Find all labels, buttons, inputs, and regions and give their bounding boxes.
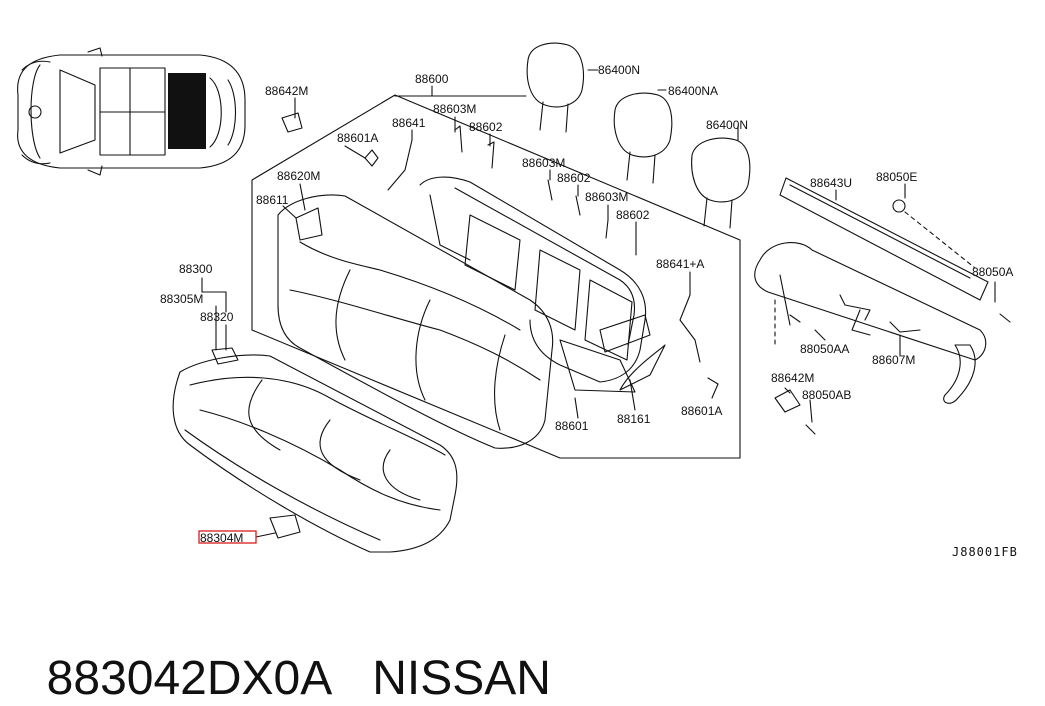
seatback-group-frame <box>251 94 741 459</box>
label-88602-b: 88602 <box>557 171 591 185</box>
label-86400N-a: 86400N <box>598 63 640 77</box>
label-88300: 88300 <box>179 262 213 276</box>
label-88602-a: 88602 <box>469 120 503 134</box>
label-88305M: 88305M <box>160 292 203 306</box>
brand-name: NISSAN <box>372 652 551 705</box>
label-88161: 88161 <box>617 412 651 426</box>
label-88643U: 88643U <box>810 176 852 190</box>
label-88642M-bot: 88642M <box>771 371 814 385</box>
label-88603M-c: 88603M <box>585 190 628 204</box>
label-88050AB: 88050AB <box>802 388 851 402</box>
label-86400N-b: 86400N <box>706 118 748 132</box>
caption: 883042DX0A NISSAN <box>20 596 551 706</box>
label-88641A: 88641+A <box>656 257 704 271</box>
parts-diagram: 88600 88642M 88603M 88641 88602 88601A 8… <box>17 42 1018 705</box>
headrest-2 <box>613 92 673 184</box>
exploded-view: 88600 88642M 88603M 88641 88602 88601A 8… <box>17 42 1018 559</box>
leader-lines <box>201 97 996 538</box>
label-88607M: 88607M <box>872 353 915 367</box>
diagram-code: J88001FB <box>952 545 1018 559</box>
label-86400NA: 86400NA <box>668 84 718 98</box>
label-88601A-top: 88601A <box>337 131 378 145</box>
label-88600: 88600 <box>415 72 449 86</box>
label-88620M: 88620M <box>277 169 320 183</box>
label-88320: 88320 <box>200 310 234 324</box>
fastener-parts <box>269 112 719 539</box>
car-locator-icon <box>17 47 246 176</box>
label-88603M-b: 88603M <box>522 156 565 170</box>
label-88602-c: 88602 <box>616 208 650 222</box>
label-88603M-a: 88603M <box>433 102 476 116</box>
highlight-box <box>198 530 257 544</box>
label-88304M: 88304M <box>200 531 243 545</box>
label-88601: 88601 <box>555 419 589 433</box>
label-88611: 88611 <box>256 193 289 207</box>
seatback-cushion <box>277 194 554 449</box>
part-labels: 88600 88642M 88603M 88641 88602 88601A 8… <box>160 63 1018 559</box>
label-88050AA: 88050AA <box>800 342 849 356</box>
label-88641: 88641 <box>392 116 426 130</box>
seatback-frame <box>419 176 666 393</box>
label-88642M-top: 88642M <box>265 84 308 98</box>
headrest-3 <box>691 137 751 229</box>
seat-cushion <box>172 347 458 553</box>
label-88050A: 88050A <box>972 265 1013 279</box>
label-88601A-bot: 88601A <box>681 404 722 418</box>
label-88050E: 88050E <box>876 170 917 184</box>
part-number: 883042DX0A <box>46 652 333 705</box>
rail-assembly <box>754 177 1011 435</box>
headrest-1 <box>526 42 585 133</box>
